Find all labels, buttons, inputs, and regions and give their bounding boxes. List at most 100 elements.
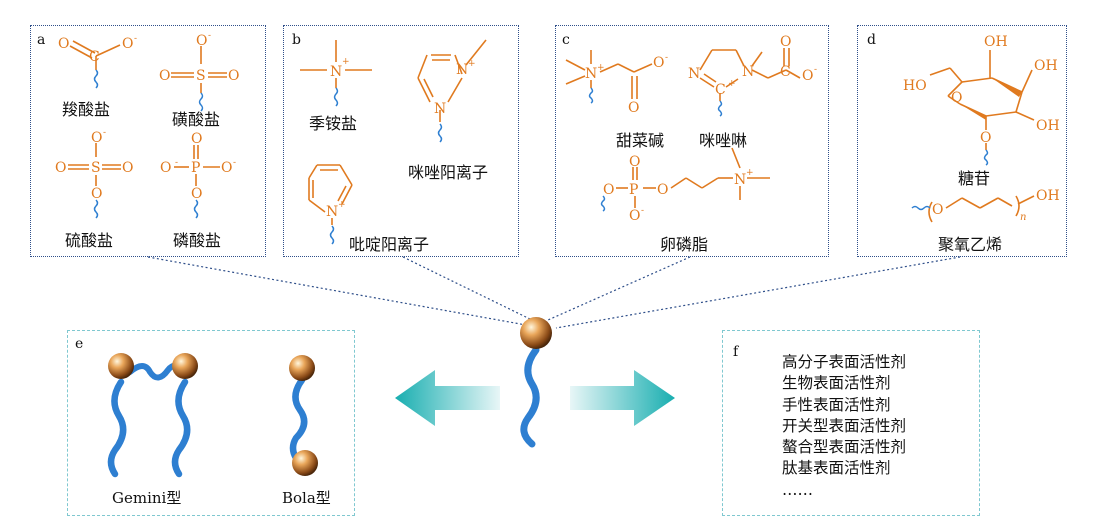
list-item: 高分子表面活性剂 bbox=[782, 353, 907, 371]
caption-glycoside: 糖苷 bbox=[958, 169, 991, 188]
svg-text:S: S bbox=[196, 68, 206, 84]
svg-text:O: O bbox=[629, 154, 640, 170]
svg-text:+: + bbox=[728, 79, 736, 89]
wavy-tail bbox=[437, 123, 443, 143]
svg-text:+: + bbox=[342, 57, 350, 67]
svg-text:+: + bbox=[468, 59, 476, 69]
panel-a bbox=[30, 25, 266, 257]
svg-text:-: - bbox=[641, 206, 644, 216]
list-item: …… bbox=[782, 480, 813, 499]
svg-text:OH: OH bbox=[1036, 188, 1060, 204]
svg-text:n: n bbox=[1020, 212, 1026, 223]
caption-phosphate: 磷酸盐 bbox=[173, 231, 222, 250]
svg-text:O: O bbox=[980, 130, 991, 146]
svg-text:O: O bbox=[228, 68, 239, 84]
svg-text:C: C bbox=[89, 49, 100, 65]
svg-text:N: N bbox=[688, 66, 700, 82]
wavy-tail bbox=[911, 205, 931, 211]
gemini-surfactant bbox=[107, 353, 198, 478]
left-arrow bbox=[395, 370, 500, 426]
caption-carboxylate: 羧酸盐 bbox=[62, 100, 111, 119]
svg-text:O: O bbox=[122, 36, 133, 52]
svg-text:N: N bbox=[742, 64, 754, 80]
caption-pyridinium: 吡啶阳离子 bbox=[349, 235, 430, 254]
svg-text:O: O bbox=[122, 160, 133, 176]
svg-text:O: O bbox=[603, 182, 614, 198]
panel-label-e: e bbox=[75, 336, 84, 352]
wavy-tail bbox=[93, 199, 99, 219]
svg-text:-: - bbox=[233, 158, 236, 168]
svg-text:N: N bbox=[434, 101, 446, 117]
svg-text:O: O bbox=[191, 131, 202, 147]
panel-d bbox=[857, 25, 1067, 257]
svg-text:N: N bbox=[456, 62, 468, 78]
svg-text:-: - bbox=[665, 53, 668, 63]
svg-text:N: N bbox=[330, 64, 342, 80]
panel-label-b: b bbox=[292, 32, 301, 48]
pyridinium-structure bbox=[308, 164, 353, 225]
imidazoline-structure bbox=[699, 48, 801, 101]
central-tail bbox=[520, 346, 540, 448]
svg-text:O: O bbox=[802, 68, 813, 84]
svg-text:P: P bbox=[191, 160, 200, 176]
svg-text:O: O bbox=[221, 160, 232, 176]
wavy-tail bbox=[333, 87, 339, 107]
caption-quaternary-ammonium: 季铵盐 bbox=[309, 114, 358, 133]
panel-c bbox=[555, 25, 829, 257]
panel-f bbox=[722, 330, 980, 516]
panel-label-c: c bbox=[562, 32, 570, 48]
svg-text:O: O bbox=[780, 34, 791, 50]
svg-text:O: O bbox=[653, 55, 664, 71]
caption-imidazolium: 咪唑阳离子 bbox=[408, 163, 489, 182]
sulfonate-structure bbox=[171, 46, 227, 93]
list-item: 开关型表面活性剂 bbox=[782, 416, 907, 435]
svg-text:O: O bbox=[628, 100, 639, 116]
list-item: 生物表面活性剂 bbox=[782, 374, 891, 393]
svg-text:O: O bbox=[58, 36, 69, 52]
svg-text:O: O bbox=[91, 130, 102, 146]
wavy-tail bbox=[93, 69, 99, 89]
svg-text:N: N bbox=[585, 66, 597, 82]
list-item: 肽基表面活性剂 bbox=[782, 459, 891, 478]
panel-label-d: d bbox=[867, 32, 876, 48]
svg-text:N: N bbox=[734, 172, 746, 188]
svg-text:OH: OH bbox=[984, 34, 1008, 50]
svg-text:O: O bbox=[629, 208, 640, 224]
svg-text:-: - bbox=[175, 158, 178, 168]
wavy-tail bbox=[329, 225, 335, 245]
caption-bola: Bola型 bbox=[282, 489, 331, 507]
central-head bbox=[520, 317, 552, 349]
svg-text:C: C bbox=[715, 82, 726, 98]
lecithin-structure bbox=[616, 147, 770, 208]
caption-sulfate: 硫酸盐 bbox=[65, 231, 114, 250]
svg-text:+: + bbox=[597, 63, 605, 73]
svg-text:+: + bbox=[338, 200, 346, 210]
svg-text:O: O bbox=[91, 186, 102, 202]
svg-text:O: O bbox=[55, 160, 66, 176]
panel-label-f: f bbox=[733, 344, 739, 360]
polyoxyethylene-structure bbox=[928, 195, 1035, 223]
glycoside-wedges bbox=[960, 78, 1022, 120]
wavy-tail bbox=[600, 195, 606, 212]
svg-text:O: O bbox=[160, 160, 171, 176]
panel-e bbox=[67, 330, 355, 516]
svg-text:-: - bbox=[208, 31, 211, 41]
svg-text:O: O bbox=[159, 68, 170, 84]
wavy-tail bbox=[983, 149, 989, 166]
svg-text:-: - bbox=[814, 65, 817, 75]
svg-text:O: O bbox=[951, 90, 962, 106]
svg-text:-: - bbox=[134, 34, 137, 44]
svg-text:O: O bbox=[932, 202, 943, 218]
special-surfactant-list: 高分子表面活性剂 生物表面活性剂 手性表面活性剂 开关型表面活性剂 螯合型表面活… bbox=[782, 352, 906, 501]
svg-text:OH: OH bbox=[1034, 58, 1058, 74]
panel-b bbox=[283, 25, 519, 257]
connector-lines bbox=[147, 256, 961, 329]
quaternary-ammonium-structure bbox=[300, 40, 372, 88]
caption-imidazoline: 咪唑啉 bbox=[699, 131, 748, 150]
caption-gemini: Gemini型 bbox=[112, 489, 182, 507]
svg-text:S: S bbox=[91, 160, 101, 176]
carboxylate-structure bbox=[69, 40, 121, 70]
svg-text:O: O bbox=[196, 33, 207, 49]
svg-text:C: C bbox=[780, 64, 791, 80]
